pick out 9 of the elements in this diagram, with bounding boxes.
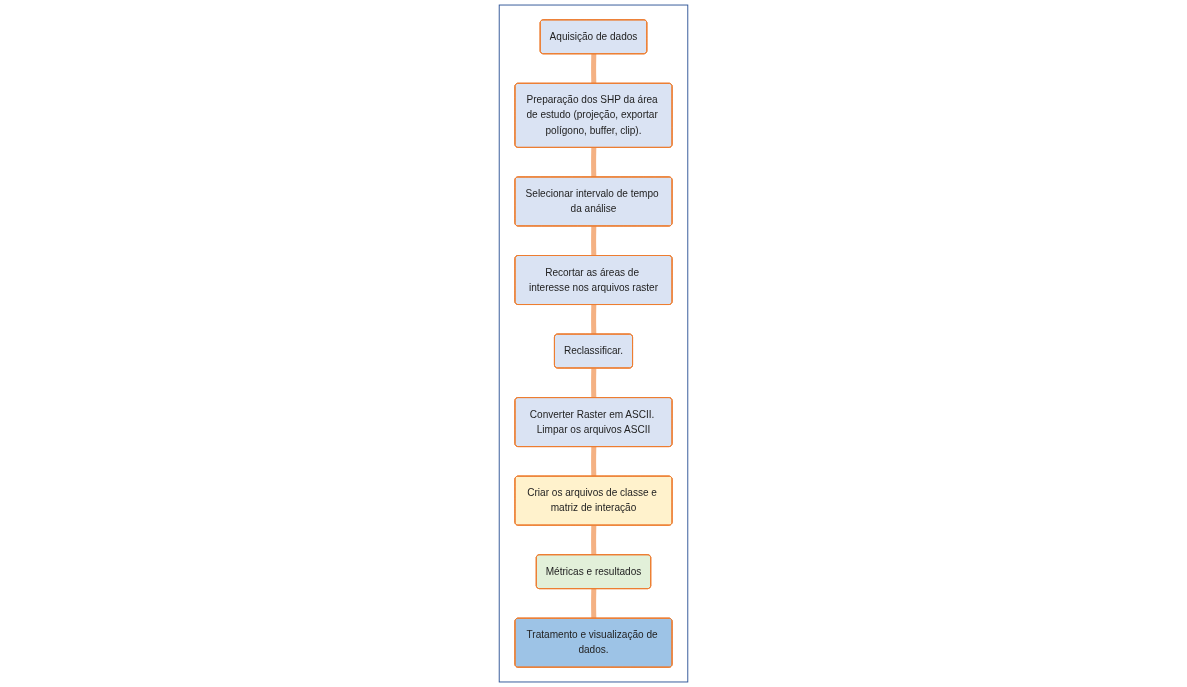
connector bbox=[591, 53, 597, 84]
connector bbox=[591, 226, 597, 256]
connector bbox=[591, 147, 597, 178]
connector bbox=[591, 304, 597, 335]
connector bbox=[591, 368, 597, 398]
cluster bbox=[498, 4, 689, 683]
connector bbox=[591, 525, 597, 556]
connector bbox=[591, 446, 597, 477]
connector bbox=[591, 588, 597, 619]
